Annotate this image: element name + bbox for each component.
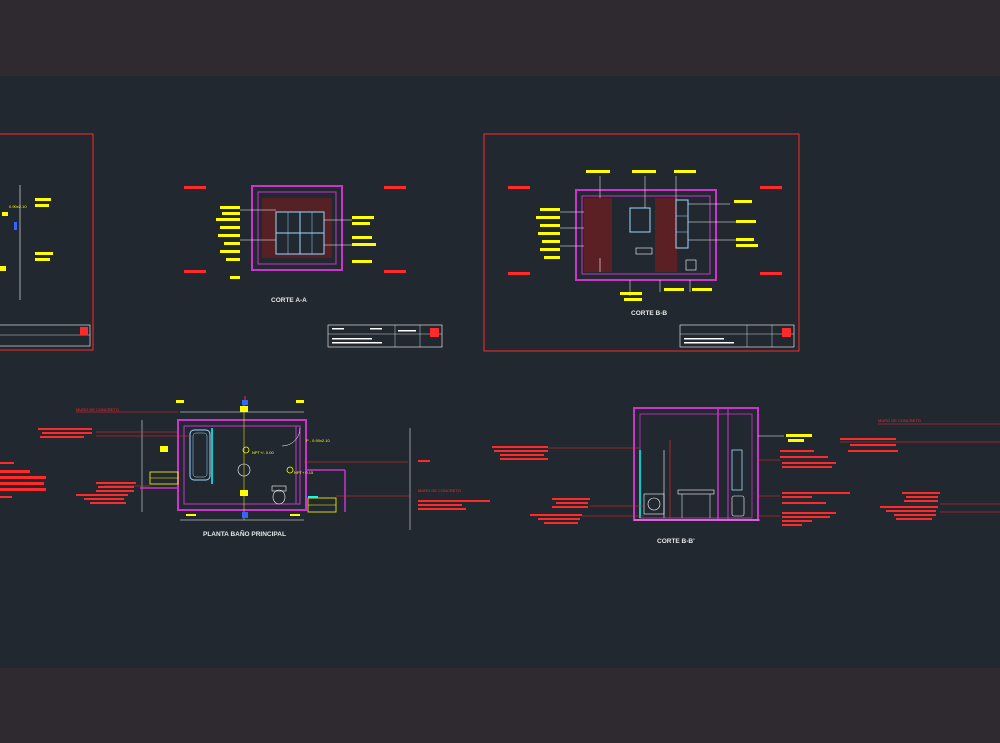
section-b-b-prime-title: CORTE B-B' xyxy=(657,538,695,545)
plan-label-npt2: NPT+ 0.15 xyxy=(294,470,314,475)
floor-plan: MURO DE CONCRETO P - 0.90x2.10 NPT+/- 0.… xyxy=(0,396,490,538)
svg-text:0.90x2.10: 0.90x2.10 xyxy=(9,204,27,209)
section-b-b-prime: MURO DE CONCRETO CORTE B-B' xyxy=(492,407,1000,545)
plan-label-muro-top: MURO DE CONCRETO xyxy=(76,407,119,412)
plan-label-door: P - 0.90x2.10 xyxy=(306,438,330,443)
plan-title: PLANTA BAÑO PRINCIPAL xyxy=(203,529,286,538)
sheet-corte-b-b: CORTE B-B xyxy=(483,133,800,352)
section-a-a-title: CORTE A-A xyxy=(271,297,307,304)
sheet-left-partial: 0.90x2.10 xyxy=(0,133,94,351)
viewport-top-band xyxy=(0,0,1000,76)
section-label-muro-right: MURO DE CONCRETO xyxy=(878,418,921,423)
viewport-bottom-band xyxy=(0,668,1000,743)
title-block-a-a xyxy=(327,324,443,348)
plan-label-muro-right: MURO DE CONCRETO xyxy=(418,488,461,493)
cad-model-space[interactable] xyxy=(0,76,1000,668)
plan-label-npt1: NPT+/- 0.00 xyxy=(252,450,274,455)
section-b-b-title: CORTE B-B xyxy=(631,310,667,317)
section-a-a: CORTE A-A xyxy=(184,185,406,304)
